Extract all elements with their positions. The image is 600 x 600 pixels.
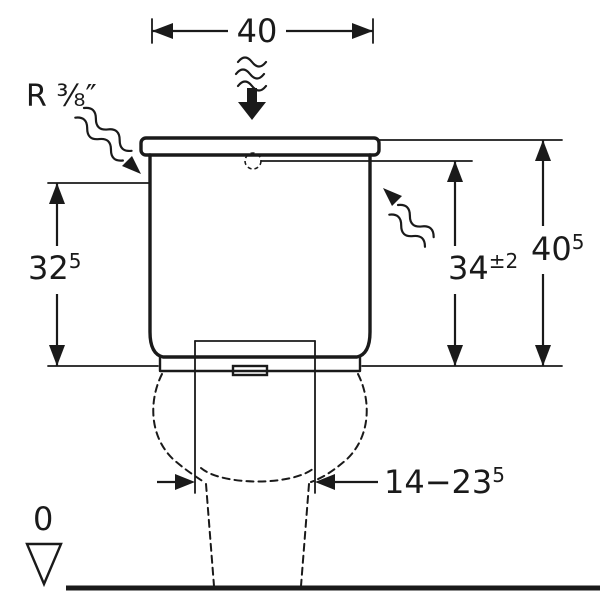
arrowhead-right-icon xyxy=(175,474,195,490)
dimension-height-right: 405 xyxy=(361,139,584,367)
arrowhead-down-icon xyxy=(447,345,463,366)
inlet-flow-waves-icon xyxy=(388,203,435,248)
wave-line xyxy=(234,68,266,80)
arrowhead-up-icon xyxy=(447,161,463,182)
dimension-depth-bottom: 14−235 xyxy=(157,340,505,501)
arrowhead-right-icon xyxy=(352,23,373,39)
cistern-base xyxy=(158,355,362,373)
arrowhead-up-icon xyxy=(49,183,65,204)
arrowhead-to-cistern-icon xyxy=(122,156,141,174)
arrowhead-up-left-icon xyxy=(383,188,402,206)
dim-height-right-label: 405 xyxy=(531,230,584,268)
dim-width-top-label: 40 xyxy=(237,12,278,50)
cistern xyxy=(139,136,473,377)
flush-flow-arrow-icon xyxy=(234,56,268,120)
dim-depth-bottom-label: 14−235 xyxy=(384,463,505,501)
inlet-flow-arrow-icon xyxy=(383,188,435,248)
dimension-height-left: 325 xyxy=(28,182,159,367)
wave-line xyxy=(236,56,268,68)
bowl-outline-right-dashed xyxy=(310,373,368,483)
pedestal-left-dashed xyxy=(205,483,215,587)
arrowhead-up-icon xyxy=(535,140,551,161)
arrow-shaft xyxy=(247,88,257,104)
wave-line xyxy=(74,116,124,162)
ground-datum: 0 xyxy=(25,500,600,591)
supply-flow-waves-icon xyxy=(74,106,133,162)
ground-zero-label: 0 xyxy=(33,500,53,538)
arrowhead-left-icon xyxy=(152,23,173,39)
arrowhead-down-icon xyxy=(49,345,65,366)
arrowhead-left-icon xyxy=(315,474,335,490)
cistern-body xyxy=(148,153,372,359)
bowl-outline-left-dashed xyxy=(152,373,205,483)
datum-triangle-icon xyxy=(25,542,63,588)
pedestal-right-dashed xyxy=(300,483,310,587)
dim-height-left-label: 325 xyxy=(28,249,81,287)
extension-lines-bottom xyxy=(194,340,316,494)
dim-height-inner-label: 34±2 xyxy=(448,249,518,287)
wave-line xyxy=(396,203,435,239)
supply-connection: R ⅜″ xyxy=(26,79,141,174)
arrowhead-down-icon xyxy=(238,102,266,120)
dimension-width-top: 40 xyxy=(151,12,374,50)
cistern-lid xyxy=(139,136,381,157)
dimension-height-inner: 34±2 xyxy=(447,161,518,366)
extension-lines-right xyxy=(361,139,563,367)
wave-line xyxy=(82,106,133,153)
bowl-bottom-arc-dashed xyxy=(200,467,315,483)
extension-lines-left xyxy=(47,182,159,367)
wave-line xyxy=(236,80,268,92)
toilet-bowl-dashed xyxy=(152,373,368,587)
flush-valve-outlet xyxy=(231,364,269,377)
wave-line xyxy=(388,213,427,248)
arrowhead-down-icon xyxy=(535,345,551,366)
